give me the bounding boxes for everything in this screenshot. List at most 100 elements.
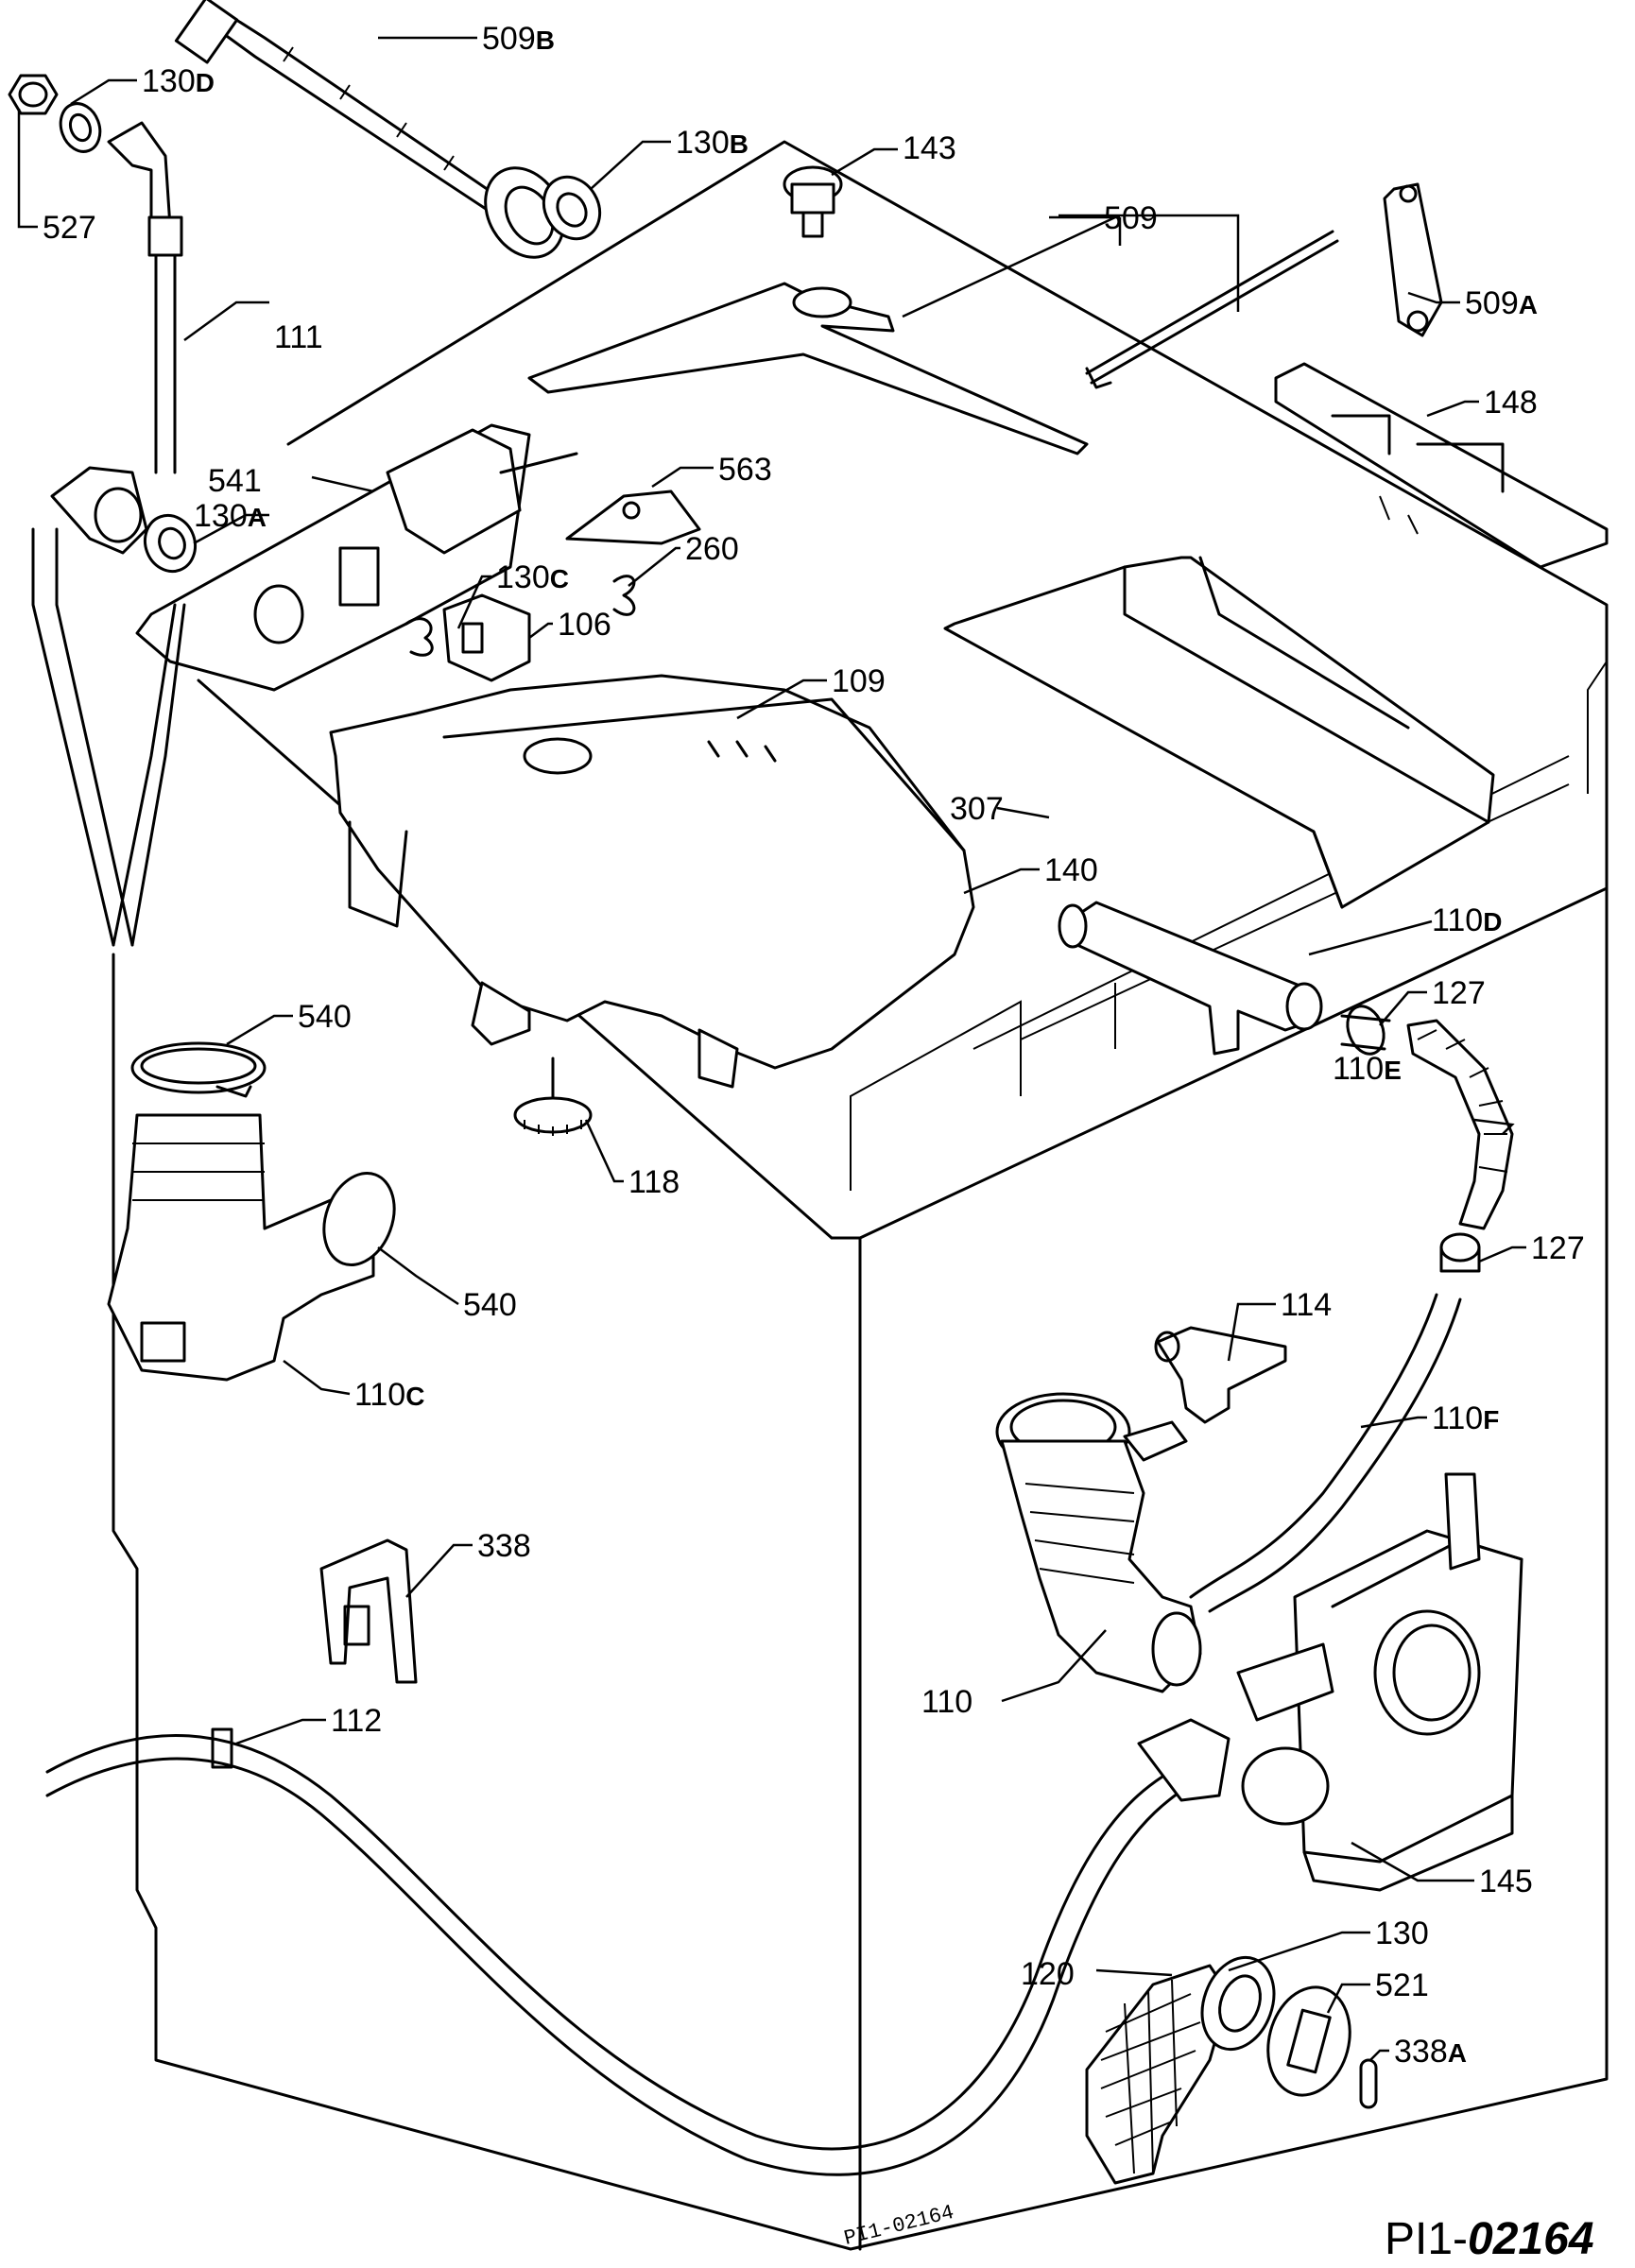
callout-suffix: C xyxy=(405,1382,424,1411)
cover-563 xyxy=(565,490,701,545)
callout-suffix: A xyxy=(1519,290,1538,319)
callout-label-540b: 540 xyxy=(463,1287,517,1323)
callout-number: 145 xyxy=(1479,1864,1533,1899)
callout-number: 111 xyxy=(274,319,323,355)
bellows-110c xyxy=(107,1113,375,1382)
callout-label-148: 148 xyxy=(1484,385,1538,421)
callout-label-106: 106 xyxy=(558,607,611,643)
callout-number: 509 xyxy=(482,21,536,57)
callout-number: 509 xyxy=(1104,200,1158,236)
callout-number: 540 xyxy=(463,1287,517,1323)
callout-number: 338 xyxy=(1394,2034,1448,2070)
callout-number: 563 xyxy=(718,452,772,488)
callout-number: 110 xyxy=(921,1684,972,1720)
valve-106 xyxy=(442,593,531,682)
callout-number: 521 xyxy=(1375,1967,1429,2003)
callout-number: 120 xyxy=(1021,1956,1075,1992)
callout-suffix: B xyxy=(730,129,749,159)
drawing-code-prefix: PI1- xyxy=(1385,2214,1468,2264)
callout-number: 106 xyxy=(558,607,611,643)
callout-label-541: 541 xyxy=(208,463,262,499)
callout-suffix: B xyxy=(536,26,555,55)
nut-130b xyxy=(542,175,602,241)
callout-label-527: 527 xyxy=(43,210,96,246)
callout-label-112: 112 xyxy=(331,1703,382,1739)
callout-number: 114 xyxy=(1281,1287,1332,1323)
drawer-307 xyxy=(943,556,1495,909)
callout-number: 338 xyxy=(477,1528,531,1564)
callout-label-130c: 130C xyxy=(496,559,569,595)
callout-number: 127 xyxy=(1432,975,1486,1011)
callout-number: 110 xyxy=(1333,1051,1384,1087)
callout-suffix: D xyxy=(1483,907,1502,936)
clip-130c xyxy=(404,617,434,657)
callout-number: 110 xyxy=(1432,902,1483,938)
callout-label-130a: 130A xyxy=(194,498,267,534)
callout-number: 527 xyxy=(43,210,96,246)
callout-label-338a: 338A xyxy=(1394,2034,1467,2070)
callout-label-111: 111 xyxy=(274,319,323,355)
inlet-hose-509b xyxy=(174,0,565,259)
callout-label-130b: 130B xyxy=(676,125,749,161)
spring-260 xyxy=(612,575,636,616)
callout-label-540a: 540 xyxy=(298,999,352,1035)
hose-110e xyxy=(1406,1019,1514,1230)
lever-509 xyxy=(527,230,1339,455)
clip-114 xyxy=(1154,1326,1287,1424)
connector-110d xyxy=(1058,901,1323,1056)
ring-130 xyxy=(1200,1955,1276,2052)
callout-number: 118 xyxy=(628,1164,680,1200)
callout-label-110f: 110F xyxy=(1432,1400,1499,1436)
callout-label-140: 140 xyxy=(1044,852,1098,888)
callout-label-114: 114 xyxy=(1281,1287,1332,1323)
arm-509a xyxy=(1383,182,1443,337)
callout-number: 307 xyxy=(950,791,1004,827)
callout-label-109: 109 xyxy=(832,663,886,699)
callout-suffix: A xyxy=(1448,2038,1467,2068)
callout-label-260: 260 xyxy=(685,531,739,567)
callout-label-145: 145 xyxy=(1479,1864,1533,1899)
callout-suffix: C xyxy=(550,564,569,593)
callout-number: 540 xyxy=(298,999,352,1035)
callout-number: 140 xyxy=(1044,852,1098,888)
pump-145 xyxy=(1236,1472,1523,1892)
callout-label-118: 118 xyxy=(628,1164,680,1200)
float-118 xyxy=(513,1057,593,1136)
callout-number: 148 xyxy=(1484,385,1538,421)
knob-143 xyxy=(783,165,843,238)
clip-338 xyxy=(319,1538,418,1684)
hose-110f xyxy=(1189,1293,1462,1613)
callout-number: 112 xyxy=(331,1703,382,1739)
callout-number: 130 xyxy=(1375,1916,1429,1951)
callout-suffix: F xyxy=(1483,1405,1499,1435)
callout-label-338: 338 xyxy=(477,1528,531,1564)
nut-527 xyxy=(8,74,59,115)
callout-label-127b: 127 xyxy=(1531,1230,1585,1266)
inlet-hose-111 xyxy=(107,121,183,474)
handle-148 xyxy=(1274,362,1609,569)
clip-127b xyxy=(1439,1232,1481,1273)
callout-suffix: A xyxy=(248,503,267,532)
callout-suffix: E xyxy=(1384,1056,1402,1085)
drawing-code-number: 02164 xyxy=(1468,2214,1593,2264)
callout-number: 109 xyxy=(832,663,886,699)
drawing-code: PI1-02164 xyxy=(1385,2214,1594,2264)
callout-number: 130 xyxy=(142,63,196,99)
leader-lines xyxy=(17,36,1526,2061)
callout-number: 509 xyxy=(1465,285,1519,321)
callout-label-110d: 110D xyxy=(1432,902,1502,938)
washer-130d xyxy=(59,102,102,153)
inlet-hose-left xyxy=(31,466,186,947)
callout-label-130d: 130D xyxy=(142,63,215,99)
callout-label-521: 521 xyxy=(1375,1967,1429,2003)
sump-hose-110 xyxy=(995,1392,1202,1693)
clamp-540a xyxy=(130,1041,267,1098)
callout-label-110: 110 xyxy=(921,1684,972,1720)
callout-label-110e: 110E xyxy=(1333,1051,1402,1087)
ring-130a xyxy=(144,513,197,574)
callout-label-120: 120 xyxy=(1021,1956,1075,1992)
callout-number: 143 xyxy=(903,130,956,166)
callout-number: 541 xyxy=(208,463,262,499)
pin-338a xyxy=(1359,2058,1378,2109)
